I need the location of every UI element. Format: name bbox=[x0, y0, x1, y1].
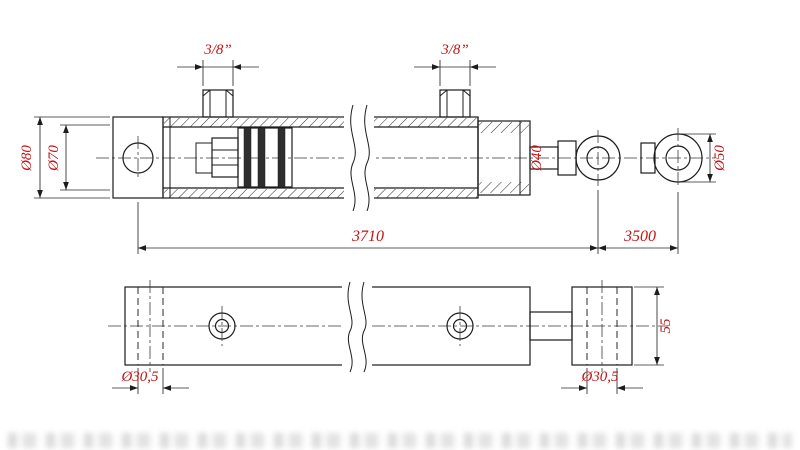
dim-block-height: 55 bbox=[634, 286, 674, 366]
dim-hole-right-label: Ø30,5 bbox=[580, 369, 619, 385]
dim-dia-rod: Ø40 bbox=[529, 145, 545, 172]
head-gland bbox=[477, 117, 531, 198]
side-view bbox=[96, 89, 715, 212]
rod-and-end-block bbox=[529, 280, 633, 372]
port-boss-left bbox=[202, 89, 234, 118]
dim-port-left-label: 3/8” bbox=[203, 42, 232, 58]
dim-length-main-label: 3710 bbox=[351, 228, 384, 245]
dim-port-left: 3/8” bbox=[177, 42, 259, 86]
port-hole-left bbox=[208, 306, 236, 346]
pin-eye bbox=[640, 128, 703, 188]
dim-port-right: 3/8” bbox=[414, 42, 496, 86]
port-hole-right bbox=[446, 306, 474, 346]
dim-port-right-label: 3/8” bbox=[440, 42, 469, 58]
dim-length-right-label: 3500 bbox=[623, 228, 656, 245]
dim-length-main: 3710 bbox=[137, 190, 599, 254]
dim-dia-outer-label: Ø80 bbox=[19, 145, 35, 172]
dim-block-height-label: 55 bbox=[658, 318, 674, 334]
mount-plate bbox=[112, 116, 164, 199]
rod-eye bbox=[575, 130, 621, 186]
piston-assembly bbox=[195, 127, 293, 188]
dim-dia-eye-label: Ø50 bbox=[712, 145, 728, 172]
dim-hole-left-label: Ø30,5 bbox=[120, 369, 159, 385]
dim-dia-outer: Ø80 bbox=[19, 116, 110, 199]
watermark-strip bbox=[8, 433, 792, 448]
dim-dia-inner: Ø70 bbox=[46, 124, 110, 191]
dimensions: Ø80 Ø70 3/8” bbox=[19, 42, 728, 394]
cylinder-barrel bbox=[162, 116, 479, 199]
top-view bbox=[108, 280, 668, 373]
port-boss-right bbox=[439, 89, 471, 118]
dim-dia-eye: Ø50 bbox=[681, 133, 728, 183]
break-lines-top bbox=[342, 281, 372, 373]
dim-dia-rod-label: Ø40 bbox=[529, 145, 545, 172]
dim-hole-left: Ø30,5 bbox=[112, 368, 189, 394]
break-lines-side bbox=[344, 104, 374, 212]
dim-hole-right: Ø30,5 bbox=[561, 368, 643, 394]
dim-dia-inner-label: Ø70 bbox=[46, 145, 62, 172]
dim-length-right: 3500 bbox=[598, 192, 679, 254]
